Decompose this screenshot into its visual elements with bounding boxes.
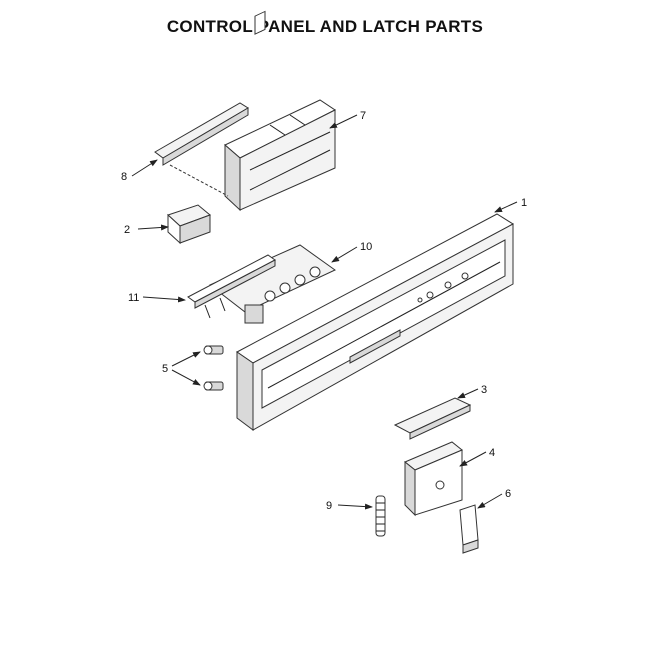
callout-6: 6	[505, 488, 511, 500]
callout-2: 2	[124, 224, 130, 236]
callout-7: 7	[360, 110, 366, 122]
callout-10: 10	[360, 241, 372, 253]
page-title: CONTROL PANEL AND LATCH PARTS	[166, 17, 484, 36]
callout-5: 5	[162, 363, 168, 375]
latch-cover-part	[393, 397, 472, 440]
board-bracket-part	[154, 102, 249, 197]
spring-part	[375, 495, 386, 537]
leader-lines	[131, 114, 518, 510]
key-strip-part	[187, 254, 276, 319]
bracket-part	[167, 204, 211, 245]
callout-4: 4	[489, 447, 495, 459]
callout-8: 8	[121, 171, 127, 183]
callout-3: 3	[481, 384, 487, 396]
latch-strike-part	[459, 504, 479, 554]
control-board-part	[224, 10, 336, 212]
callout-9: 9	[326, 500, 332, 512]
door-latch-part	[404, 441, 463, 517]
screws-part	[203, 345, 224, 391]
button-assembly-part	[209, 244, 336, 324]
control-panel-part	[236, 213, 514, 431]
callout-11: 11	[128, 292, 139, 304]
callout-1: 1	[521, 197, 527, 209]
